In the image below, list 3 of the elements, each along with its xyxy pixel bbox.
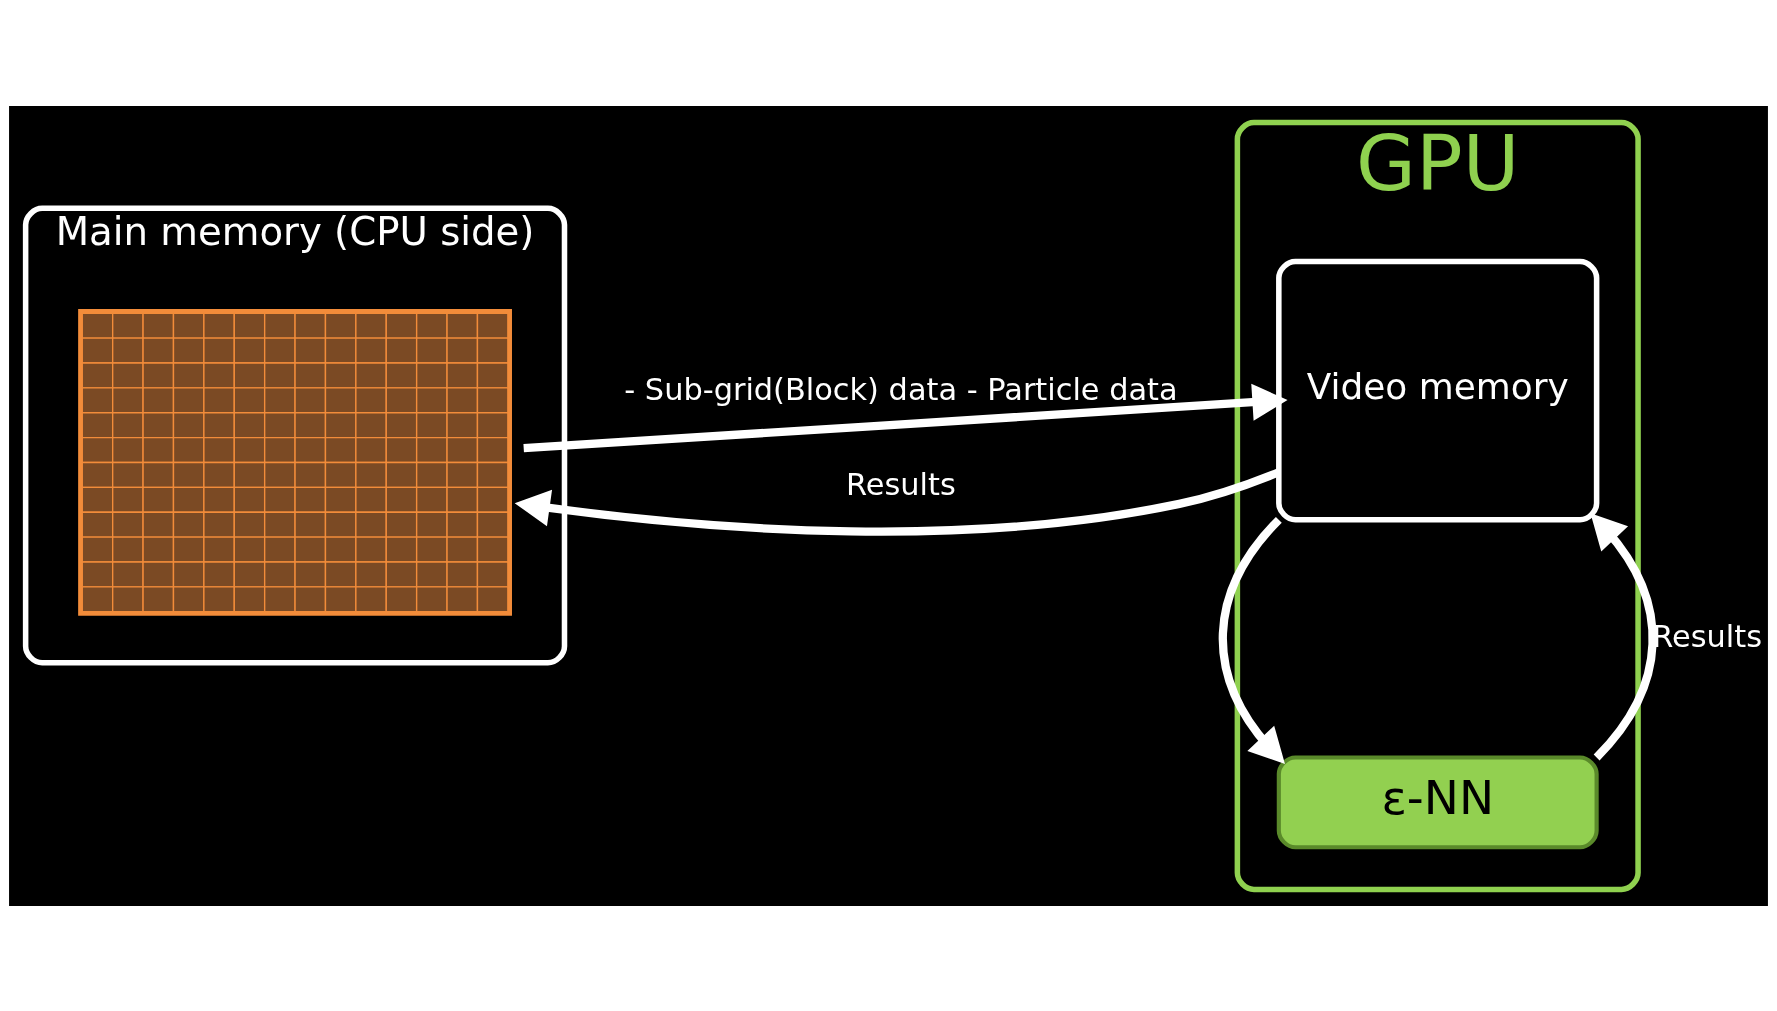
edge-label: Results <box>1652 618 1762 654</box>
edge-label: - Sub-grid(Block) data - Particle data <box>624 371 1178 407</box>
edge-label: Results <box>846 466 956 502</box>
